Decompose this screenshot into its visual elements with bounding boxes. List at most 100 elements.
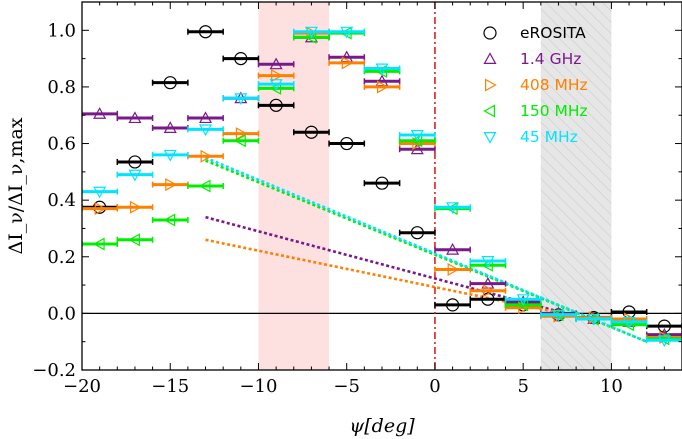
point-408-mhz-8 [328, 56, 366, 70]
marker [163, 149, 177, 162]
marker [341, 56, 354, 70]
x-tick-label: 5 [517, 376, 528, 397]
point-45-mhz-2 [116, 169, 154, 182]
legend-label-150-mhz: 150 MHz [520, 102, 588, 120]
marker [93, 107, 107, 119]
point-45-mhz-11 [434, 202, 471, 214]
marker [377, 80, 389, 94]
marker [128, 111, 142, 124]
point-45-mhz-5 [222, 93, 260, 105]
marker [199, 124, 213, 137]
marker [551, 309, 565, 322]
point-408-mhz-4 [187, 149, 224, 163]
marker [234, 52, 248, 66]
point-45-mhz-1 [82, 186, 119, 199]
legend-marker-45-mhz [483, 132, 497, 144]
point-erosita-10 [398, 226, 436, 240]
marker [304, 26, 318, 39]
marker [199, 111, 213, 124]
x-tick-label: −20 [63, 376, 101, 397]
legend-label-1-4-ghz: 1.4 GHz [520, 50, 581, 68]
point-45-mhz-6 [257, 79, 295, 91]
marker [446, 242, 460, 255]
marker [128, 155, 142, 169]
point-erosita-3 [151, 76, 189, 90]
point-erosita-8 [328, 136, 366, 151]
marker [200, 149, 213, 163]
point-erosita-11 [434, 298, 471, 312]
marker [445, 298, 460, 312]
marker [92, 237, 105, 251]
y-tick-label: 0.8 [47, 77, 76, 98]
marker [93, 186, 107, 199]
point-408-mhz-3 [151, 178, 189, 192]
marker [446, 202, 460, 214]
marker [234, 93, 248, 105]
legend-marker-1-4-ghz [483, 52, 497, 65]
point-408-mhz-9 [363, 80, 401, 94]
y-tick-label: 0.4 [47, 190, 76, 211]
point-1-4-ghz-3 [151, 121, 189, 133]
marker [129, 200, 142, 214]
legend-label-408-mhz: 408 MHz [520, 76, 588, 94]
marker [271, 69, 283, 83]
marker [587, 314, 601, 326]
marker [516, 298, 529, 312]
point-45-mhz-16 [610, 316, 648, 329]
legend-label-45-mhz: 45 MHz [520, 128, 578, 146]
marker [375, 176, 389, 190]
marker [447, 262, 460, 277]
point-1-4-ghz-11 [434, 242, 471, 255]
x-tick-label: −10 [239, 376, 277, 397]
legend-marker-408-mhz [485, 78, 497, 92]
marker [482, 284, 495, 298]
y-tick-label: 1.0 [47, 20, 76, 41]
legend-marker-erosita [483, 26, 497, 40]
marker [198, 179, 211, 193]
y-tick-label: 0.2 [47, 247, 76, 268]
data-points [82, 25, 682, 348]
marker [269, 57, 283, 70]
marker [622, 316, 636, 329]
point-45-mhz-12 [469, 256, 507, 268]
point-erosita-5 [222, 52, 260, 66]
point-408-mhz-11 [434, 262, 471, 277]
point-1-4-ghz-1 [82, 107, 119, 119]
marker [657, 319, 671, 333]
fit-line-45-mhz [205, 156, 648, 343]
point-150-mhz-4 [187, 179, 224, 193]
marker [163, 121, 177, 133]
x-tick-label: 10 [600, 376, 623, 397]
point-erosita-7 [293, 125, 330, 139]
legend-marker-150-mhz [483, 104, 495, 118]
point-150-mhz-5 [222, 134, 260, 148]
point-45-mhz-3 [151, 149, 189, 162]
point-45-mhz-10 [398, 130, 436, 142]
point-408-mhz-1 [82, 202, 119, 216]
point-1-4-ghz-12 [469, 276, 507, 289]
y-tick-label: 0.0 [47, 303, 76, 324]
point-erosita-9 [363, 176, 401, 190]
point-150-mhz-3 [151, 213, 189, 227]
y-axis-label: ΔI_ν/ΔI_ν,max [5, 117, 27, 254]
point-150-mhz-1 [82, 237, 119, 251]
point-45-mhz-14 [540, 309, 577, 322]
y-tick-label: 0.6 [47, 134, 76, 155]
point-1-4-ghz-10 [398, 142, 436, 155]
marker [269, 98, 283, 112]
marker [410, 226, 424, 240]
marker [516, 294, 530, 306]
point-erosita-4 [187, 25, 224, 39]
y-tick-label: −0.2 [32, 360, 76, 381]
point-erosita-2 [116, 155, 154, 169]
point-45-mhz-9 [363, 63, 401, 76]
point-45-mhz-4 [187, 124, 224, 137]
point-408-mhz-12 [469, 284, 507, 298]
x-tick-label: −5 [333, 376, 360, 397]
point-1-4-ghz-9 [363, 74, 401, 87]
marker [304, 125, 319, 139]
point-1-4-ghz-6 [257, 57, 295, 70]
marker [410, 134, 423, 148]
